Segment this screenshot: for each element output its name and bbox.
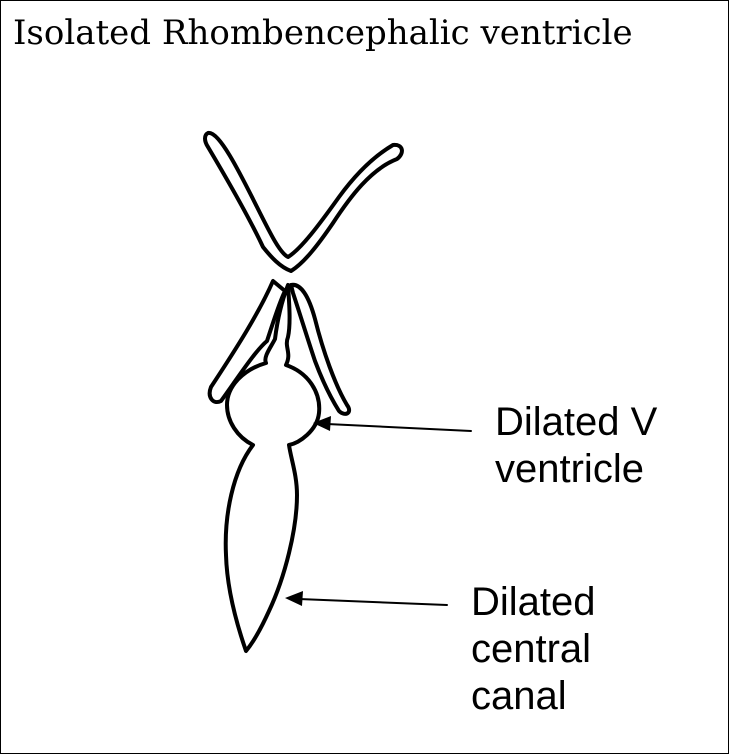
left-wing-outline — [207, 279, 287, 404]
upper-horns-outline — [203, 131, 404, 273]
canal-pointer-line — [298, 598, 448, 606]
ventricle-pointer-arrowhead — [313, 416, 331, 431]
ventricle-canal-outline — [223, 283, 322, 653]
dilated-v-ventricle-label: Dilated V ventricle — [495, 400, 658, 491]
ventricle-pointer-line — [326, 423, 472, 432]
figure-title: Isolated Rhombencephalic ventricle — [13, 13, 633, 53]
dilated-central-canal-label: Dilated central canal — [471, 580, 596, 718]
canal-pointer-arrowhead — [285, 591, 303, 606]
right-wing-outline — [289, 282, 352, 416]
